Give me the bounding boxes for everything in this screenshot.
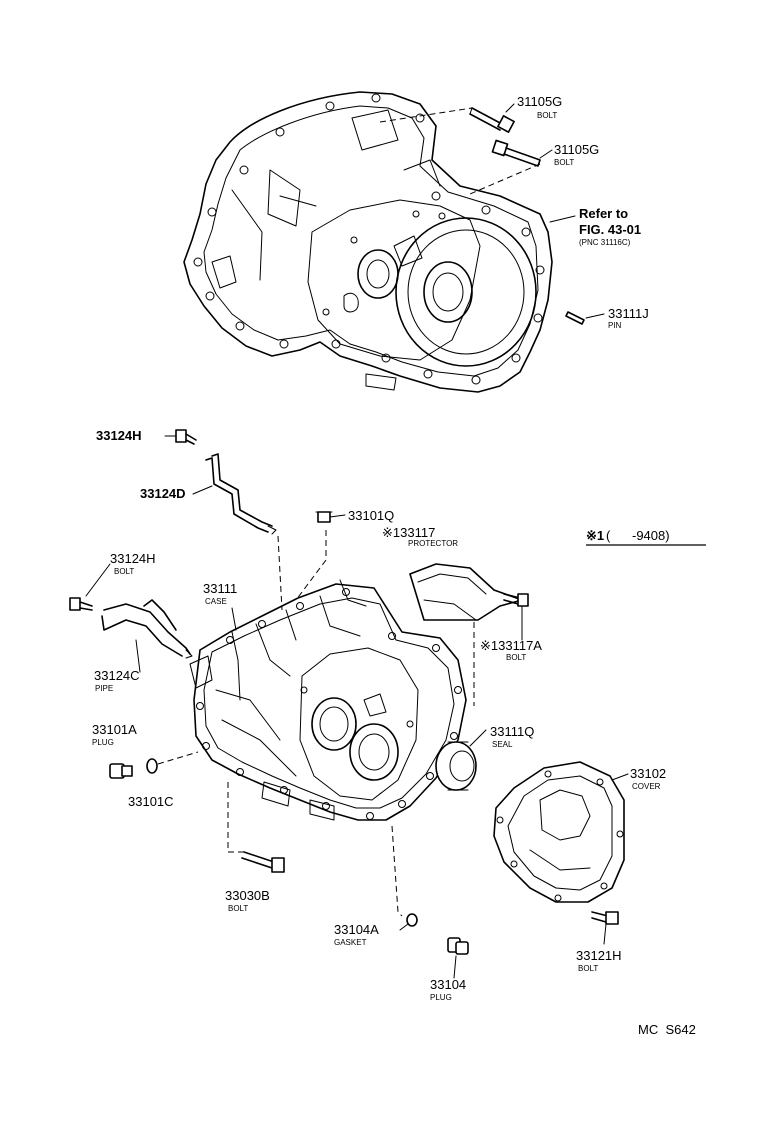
dashed-leader — [379, 107, 473, 123]
footer-code: MC S642 — [638, 1022, 696, 1037]
svg-text:PIPE: PIPE — [95, 684, 113, 693]
plug-33104-drawing — [447, 937, 469, 955]
pipe-33124C-drawing — [101, 599, 193, 659]
plug-33101Q-drawing — [315, 511, 333, 523]
svg-text:PROTECTOR: PROTECTOR — [408, 539, 458, 548]
svg-text:PLUG: PLUG — [430, 993, 452, 1002]
callout-33111-case[interactable]: 33111 CASE — [203, 581, 237, 606]
callout-31105G-top[interactable]: 31105G BOLT — [517, 94, 562, 120]
svg-text:BOLT: BOLT — [114, 567, 134, 576]
svg-text:33102: 33102 — [630, 766, 666, 781]
plug-33101A-drawing — [109, 763, 133, 779]
callout-33111Q[interactable]: 33111Q SEAL — [490, 724, 534, 749]
svg-text:( -9408): ( -9408) — [606, 528, 670, 543]
callout-33121H[interactable]: 33121H BOLT — [576, 948, 622, 973]
callout-33102[interactable]: 33102 COVER — [630, 766, 666, 791]
transmission-case-drawing — [189, 579, 467, 821]
svg-text:BOLT: BOLT — [228, 904, 248, 913]
callout-33101A[interactable]: 33101A PLUG — [92, 722, 137, 747]
svg-text:33030B: 33030B — [225, 888, 270, 903]
svg-text:MC S642: MC S642 — [638, 1022, 696, 1037]
dashed-leader — [391, 825, 403, 917]
applicability-note[interactable]: ※1 ( -9408) — [586, 528, 706, 546]
svg-text:Refer to: Refer to — [579, 206, 628, 221]
protector-33117-drawing — [409, 563, 523, 621]
callout-33124H-left[interactable]: 33124H BOLT — [110, 551, 156, 576]
callout-33101Q[interactable]: 33101Q — [348, 508, 394, 523]
bolt-33124H-left-drawing — [69, 597, 93, 611]
callout-33104A[interactable]: 33104A GASKET — [334, 922, 379, 947]
leader-lines — [85, 103, 629, 979]
washer-33101C-drawing — [146, 758, 158, 774]
svg-text:BOLT: BOLT — [578, 964, 598, 973]
pipe-33124D-drawing — [205, 453, 277, 535]
dashed-leader — [157, 751, 199, 765]
svg-text:31105G: 31105G — [517, 94, 562, 109]
svg-text:SEAL: SEAL — [492, 740, 513, 749]
callout-33124D[interactable]: 33124D — [140, 486, 186, 501]
svg-text:(PNC 31116C): (PNC 31116C) — [579, 238, 631, 247]
dashed-leader — [277, 535, 283, 611]
cover-33102-drawing — [493, 761, 625, 903]
svg-text:COVER: COVER — [632, 782, 661, 791]
svg-text:PLUG: PLUG — [92, 738, 114, 747]
svg-text:33101A: 33101A — [92, 722, 137, 737]
dashed-leader — [227, 782, 248, 853]
callout-33101C[interactable]: 33101C — [128, 794, 174, 809]
svg-text:33111: 33111 — [203, 581, 237, 596]
gasket-33104A-drawing — [406, 913, 418, 927]
svg-text:※1: ※1 — [586, 528, 604, 543]
svg-text:31105G: 31105G — [554, 142, 599, 157]
svg-text:33121H: 33121H — [576, 948, 622, 963]
svg-text:GASKET: GASKET — [334, 938, 367, 947]
svg-text:33101Q: 33101Q — [348, 508, 394, 523]
pin-33111J-drawing — [565, 311, 585, 325]
callout-33124C[interactable]: 33124C PIPE — [94, 668, 140, 693]
bolt-33030B-drawing — [241, 851, 285, 873]
svg-text:PIN: PIN — [608, 321, 622, 330]
bolt-31105G-bottom-drawing — [491, 139, 541, 167]
svg-text:※133117: ※133117 — [382, 525, 435, 540]
svg-text:CASE: CASE — [205, 597, 227, 606]
svg-text:33101C: 33101C — [128, 794, 174, 809]
callout-33124H-top[interactable]: 33124H — [96, 428, 142, 443]
svg-text:33124H: 33124H — [110, 551, 156, 566]
svg-text:33104: 33104 — [430, 977, 466, 992]
svg-text:BOLT: BOLT — [554, 158, 574, 167]
svg-text:※133117A: ※133117A — [480, 638, 542, 653]
callout-33030B[interactable]: 33030B BOLT — [225, 888, 270, 913]
svg-text:BOLT: BOLT — [537, 111, 557, 120]
callout-31105G-bottom[interactable]: 31105G BOLT — [554, 142, 599, 167]
bolt-33121H-drawing — [591, 911, 619, 925]
svg-text:33111J: 33111J — [608, 306, 649, 321]
bolt-31105G-top-drawing — [469, 107, 515, 133]
svg-text:33124H: 33124H — [96, 428, 142, 443]
seal-33111Q-drawing — [435, 741, 477, 791]
callout-33117[interactable]: ※133117 PROTECTOR — [382, 525, 458, 548]
svg-text:BOLT: BOLT — [506, 653, 526, 662]
svg-text:FIG. 43-01: FIG. 43-01 — [579, 222, 641, 237]
dashed-leader — [469, 163, 541, 195]
svg-text:33124D: 33124D — [140, 486, 186, 501]
transaxle-housing-drawing — [183, 91, 553, 393]
callout-33111J[interactable]: 33111J PIN — [608, 306, 649, 330]
callout-33117A[interactable]: ※133117A BOLT — [480, 638, 542, 662]
svg-text:33111Q: 33111Q — [490, 724, 534, 739]
svg-text:33124C: 33124C — [94, 668, 140, 683]
dashed-leader — [295, 530, 327, 601]
bolt-33124H-top-drawing — [171, 429, 197, 445]
callout-33104[interactable]: 33104 PLUG — [430, 977, 466, 1002]
bolt-33117A-drawing — [503, 593, 529, 607]
svg-text:33104A: 33104A — [334, 922, 379, 937]
refer-to-figure-note[interactable]: Refer to FIG. 43-01 (PNC 31116C) — [579, 206, 641, 247]
